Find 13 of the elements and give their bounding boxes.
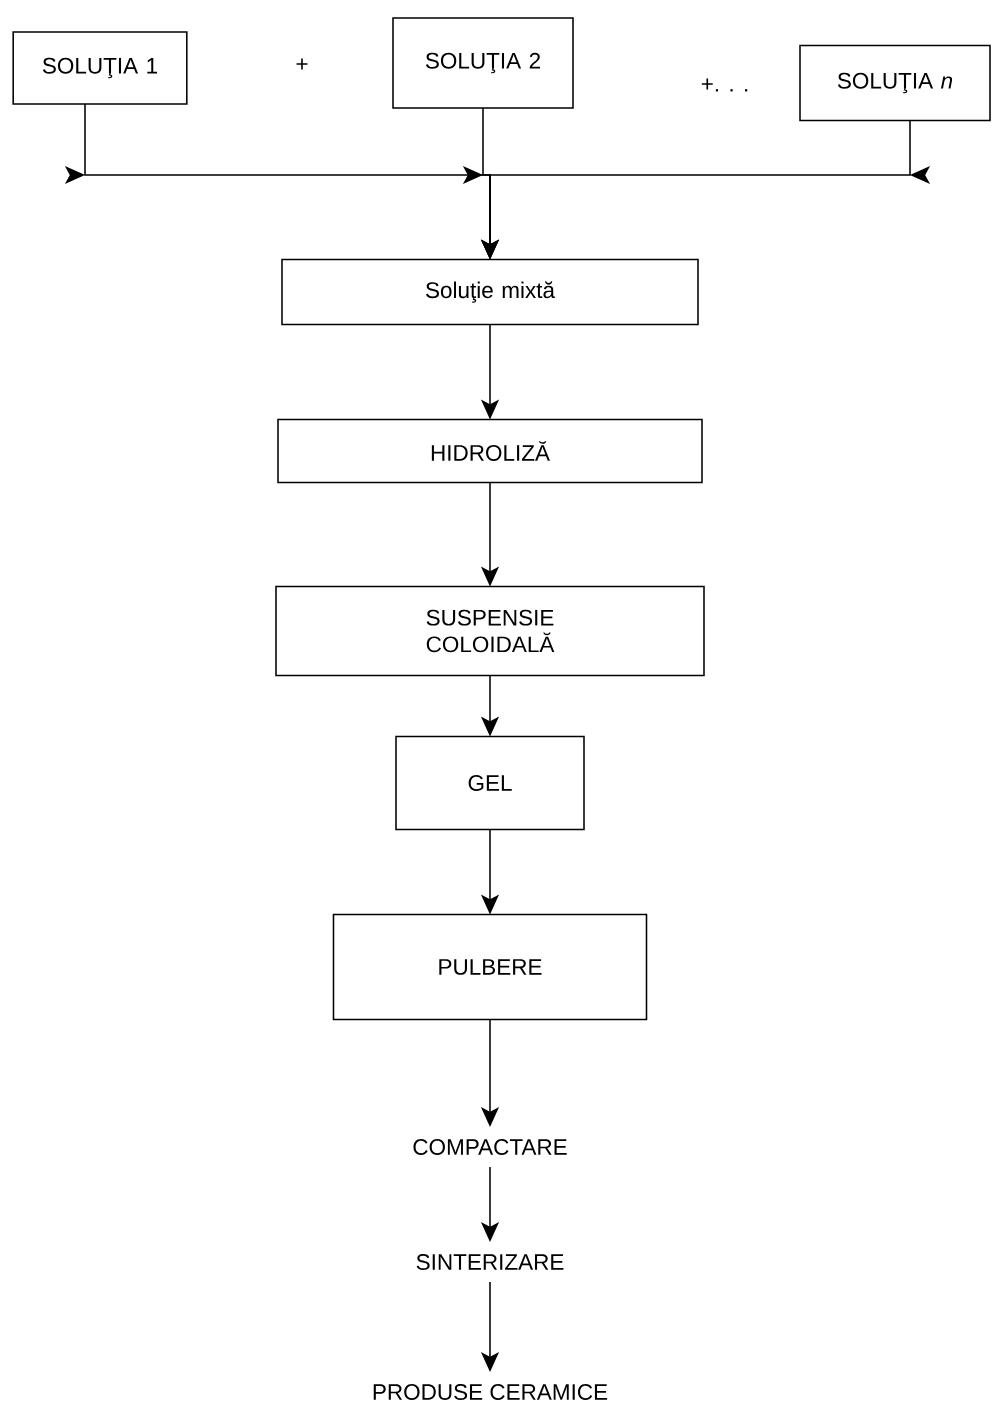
step-label: PRODUSE CERAMICE [373, 1384, 608, 1400]
process-box: PULBERE [332, 913, 648, 1021]
process-box: HIDROLIZĂ [277, 418, 703, 484]
plus-sign: + [296, 58, 308, 70]
step-label: SINTERIZARE [416, 1254, 564, 1270]
step-label: COMPACTARE [413, 1139, 567, 1155]
process-box: SOLUŢIA 2 [392, 17, 574, 109]
process-box: SOLUŢIA 1 [12, 31, 188, 105]
plus-sign: +. . . [701, 78, 748, 92]
process-box: SUSPENSIE COLOIDALĂ [275, 585, 705, 677]
process-box: GEL [395, 735, 585, 831]
process-box: SOLUŢIA n [799, 44, 991, 122]
process-box: Soluţie mixtă [281, 258, 699, 326]
